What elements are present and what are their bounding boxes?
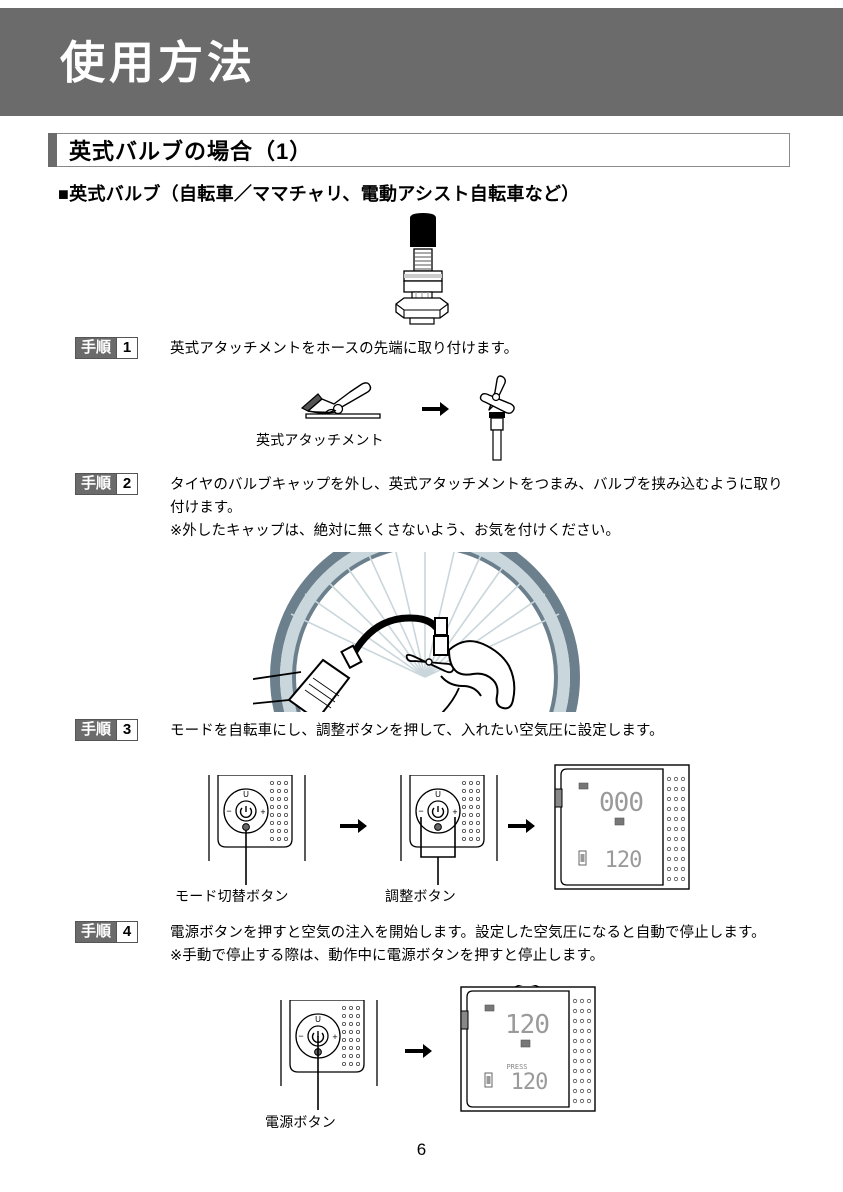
svg-text:−: −: [298, 1031, 303, 1041]
step-badge-number: 3: [116, 720, 138, 740]
step-2-line-1: タイヤのバルブキャップを外し、英式アタッチメントをつまみ、バルブを挟み込むように…: [170, 477, 783, 493]
page-header-band: 使用方法: [0, 8, 843, 116]
step-2-line-2: 付けます。: [170, 500, 242, 516]
step-badge-1: 手順 1: [75, 337, 139, 359]
svg-text:U: U: [435, 790, 441, 799]
step-4-line-1: 電源ボタンを押すと空気の注入を開始します。設定した空気圧になると自動で停止します…: [170, 925, 766, 941]
control-panel-adjust-illustration: U − +: [400, 775, 498, 885]
attachment-clip-illustration: [300, 382, 381, 419]
section-accent-bar: [48, 132, 57, 167]
sub-heading: ■英式バルブ（自転車／ママチャリ、電動アシスト自転車など）: [58, 184, 580, 204]
attachment-on-hose-illustration: [479, 375, 515, 461]
svg-text:+: +: [332, 1032, 337, 1042]
step-badge-label: 手順: [76, 720, 117, 740]
attachment-caption: 英式アタッチメント: [256, 432, 384, 448]
step-2-line-3: ※外したキャップは、絶対に無くさないよう、お気を付けください。: [170, 523, 620, 539]
display-lower-value-step3: 120: [605, 848, 642, 873]
section-heading-label: 英式バルブの場合（1）: [69, 139, 313, 164]
mode-button-caption: モード切替ボタン: [175, 888, 289, 904]
adjust-button-caption: 調整ボタン: [385, 888, 456, 904]
bicycle-wheel-illustration: [253, 552, 580, 712]
arrow-right-icon-step3-a: [340, 819, 367, 833]
display-lower-value-step4: 120: [511, 1070, 548, 1095]
svg-text:U: U: [243, 790, 249, 799]
svg-text:+: +: [452, 807, 457, 817]
device-display-step3: 000 120: [554, 764, 690, 890]
step-1-text: 英式アタッチメントをホースの先端に取り付けます。: [170, 341, 519, 357]
step-badge-number: 2: [116, 474, 138, 494]
svg-text:+: +: [260, 807, 265, 817]
step-badge-number: 4: [116, 922, 138, 942]
step-badge-label: 手順: [76, 474, 117, 494]
step-4-line-2: ※手動で停止する際は、動作中に電源ボタンを押すと停止します。: [170, 948, 605, 964]
page-number: 6: [416, 1140, 427, 1159]
arrow-right-icon-step1: [422, 402, 449, 416]
english-valve-illustration: [395, 213, 449, 325]
step-badge-label: 手順: [76, 338, 117, 358]
control-panel-mode-illustration: U − +: [208, 775, 306, 885]
display-upper-value-step3: 000: [599, 788, 643, 818]
step-badge-3: 手順 3: [75, 719, 139, 741]
step-badge-label: 手順: [76, 922, 117, 942]
step-badge-4: 手順 4: [75, 921, 139, 943]
display-upper-value-step4: 120: [505, 1010, 549, 1040]
step-3-text: モードを自転車にし、調整ボタンを押して、入れたい空気圧に設定します。: [170, 723, 664, 739]
power-button-caption: 電源ボタン: [265, 1114, 336, 1130]
svg-text:−: −: [418, 806, 423, 816]
display-press-label-step4: PRESS: [506, 1063, 527, 1071]
control-panel-power-illustration: U − +: [280, 1000, 378, 1110]
arrow-right-icon-step4: [405, 1044, 432, 1058]
section-heading: 英式バルブの場合（1）: [48, 132, 790, 167]
page-title: 使用方法: [60, 36, 257, 88]
device-display-step4: 120 PRESS 120: [460, 985, 596, 1112]
svg-text:U: U: [315, 1015, 321, 1024]
arrow-right-icon-step3-b: [508, 819, 535, 833]
step-badge-2: 手順 2: [75, 473, 139, 495]
step-badge-number: 1: [116, 338, 138, 358]
svg-text:−: −: [226, 806, 231, 816]
